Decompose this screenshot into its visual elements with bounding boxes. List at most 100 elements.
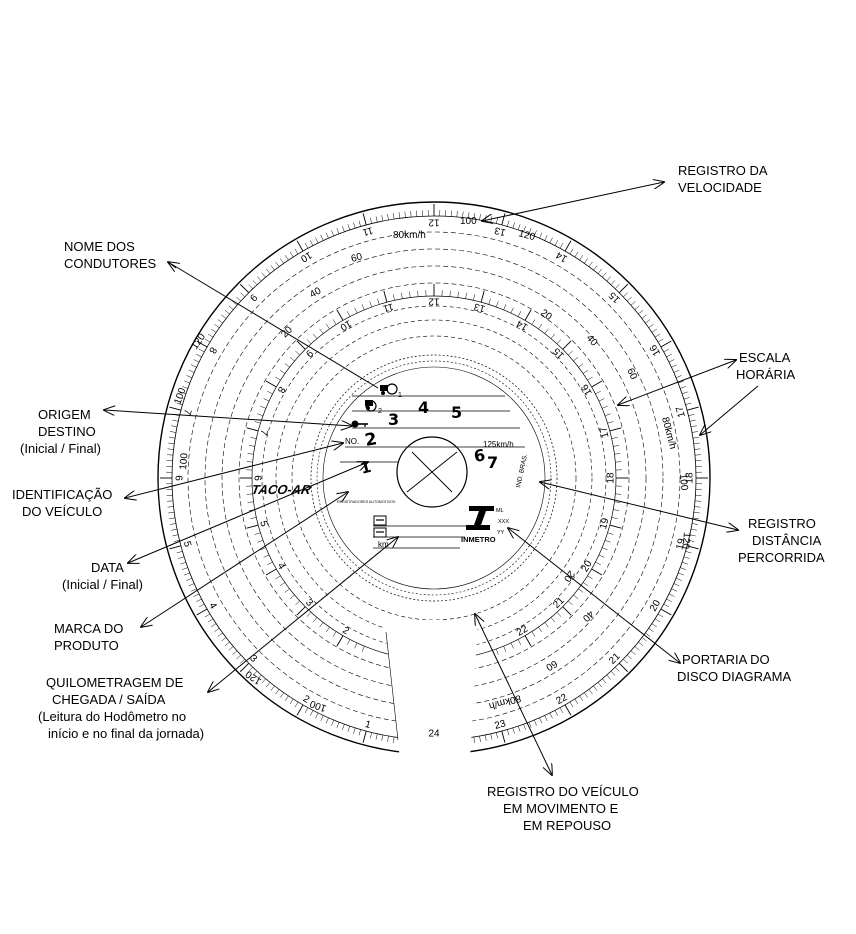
hour-tick (295, 350, 300, 356)
label-portaria-2: DISCO DIAGRAMA (677, 669, 791, 684)
arrow-condutores (168, 262, 379, 389)
hour-tick (178, 397, 185, 400)
hour-tick (673, 369, 680, 373)
hour-tick (257, 276, 262, 282)
hour-tick (375, 733, 378, 740)
hour-label: 8 (274, 384, 287, 395)
hour-tick (188, 369, 195, 373)
label-registro-velocidade-2: VELOCIDADE (678, 180, 762, 195)
arrow-origem (104, 410, 352, 426)
hour-tick (284, 588, 290, 593)
hour-tick (550, 333, 556, 339)
hour-label: 14 (514, 317, 530, 332)
hour-tick (618, 662, 629, 673)
hour-tick (473, 736, 476, 743)
hour-tick (613, 445, 620, 447)
hour-tick (336, 228, 340, 234)
speed-label-100-left: 100 (172, 386, 188, 406)
hour-tick (370, 732, 372, 739)
hour-tick (166, 454, 174, 456)
hour-tick (683, 556, 690, 559)
hour-tick (587, 376, 593, 381)
inmetro-text: INMETRO (461, 535, 496, 544)
hour-tick (693, 511, 700, 514)
hour-tick (224, 310, 230, 315)
label-registro-velocidade-1: REGISTRO DA (678, 163, 768, 178)
hour-tick (523, 724, 526, 730)
hour-label: 20 (648, 598, 663, 614)
hour-tick (361, 304, 365, 310)
hour-tick (347, 224, 351, 230)
hour-tick (336, 722, 340, 728)
hour-tick (606, 276, 611, 282)
hour-label: 13 (493, 224, 507, 238)
hour-tick (598, 398, 605, 402)
hour-tick (361, 646, 365, 652)
hour-tick (648, 628, 654, 632)
hour-tick (346, 311, 351, 317)
hour-tick (496, 301, 499, 308)
hour-tick (683, 397, 690, 400)
hour-tick (549, 237, 553, 244)
hour-tick (604, 540, 611, 543)
hour-tick (496, 732, 498, 739)
speed-label-20: 20 (279, 324, 295, 340)
hour-tick (673, 583, 680, 587)
hour-tick (523, 226, 526, 232)
hour-tick (353, 222, 356, 229)
hour-tick (693, 442, 700, 445)
hour-tick (626, 654, 632, 660)
hour-tick (347, 726, 351, 732)
no-label: NO. (345, 437, 359, 446)
hour-label: 1 (364, 719, 373, 731)
hour-tick (660, 608, 672, 616)
hour-tick (362, 730, 367, 743)
hour-tick (686, 545, 699, 550)
hour-tick (484, 734, 487, 741)
hour-tick (614, 284, 620, 289)
hour-tick (275, 261, 280, 267)
hour-tick (257, 540, 264, 543)
hour-tick (289, 251, 294, 258)
hour-tick (524, 309, 532, 321)
hour-tick (182, 386, 188, 389)
hour-tick (579, 255, 584, 261)
hour-tick (266, 682, 271, 688)
hour-tick (370, 217, 372, 224)
hour-tick (467, 212, 470, 219)
hour-tick (217, 632, 223, 637)
label-data-2: (Inicial / Final) (62, 577, 143, 592)
hour-tick (296, 704, 304, 716)
hour-tick (332, 631, 337, 637)
arrow-portaria (508, 528, 680, 663)
hour-tick (246, 524, 259, 529)
hour-tick (626, 296, 632, 302)
hour-tick (170, 431, 177, 433)
hour-tick (170, 523, 177, 525)
handwritten-1: 1 (358, 458, 373, 478)
hour-tick (228, 305, 234, 310)
hour-tick (685, 402, 692, 405)
speed-label-100: 100 (460, 216, 477, 227)
label-marca-2: PRODUTO (54, 638, 119, 653)
hour-tick (250, 517, 257, 519)
hour-tick (671, 364, 677, 368)
hour-tick (496, 648, 499, 655)
callout-arrows (104, 182, 759, 775)
hour-label: 12 (428, 217, 440, 228)
hour-tick (606, 674, 611, 680)
speed-label-20-right: 20 (538, 307, 554, 323)
hour-tick (270, 265, 275, 271)
hour-tick (531, 319, 536, 325)
hour-tick (671, 588, 677, 592)
hour-tick (214, 628, 220, 632)
hour-tick (169, 545, 182, 550)
hour-label: 24 (428, 728, 440, 739)
inmetro-logo: ML XXX YY INMETRO (461, 506, 509, 544)
hour-tick (666, 354, 672, 358)
handwritten-5: 5 (451, 403, 462, 422)
hour-tick (381, 215, 384, 222)
hour-tick (602, 678, 607, 684)
hour-tick (604, 413, 611, 416)
